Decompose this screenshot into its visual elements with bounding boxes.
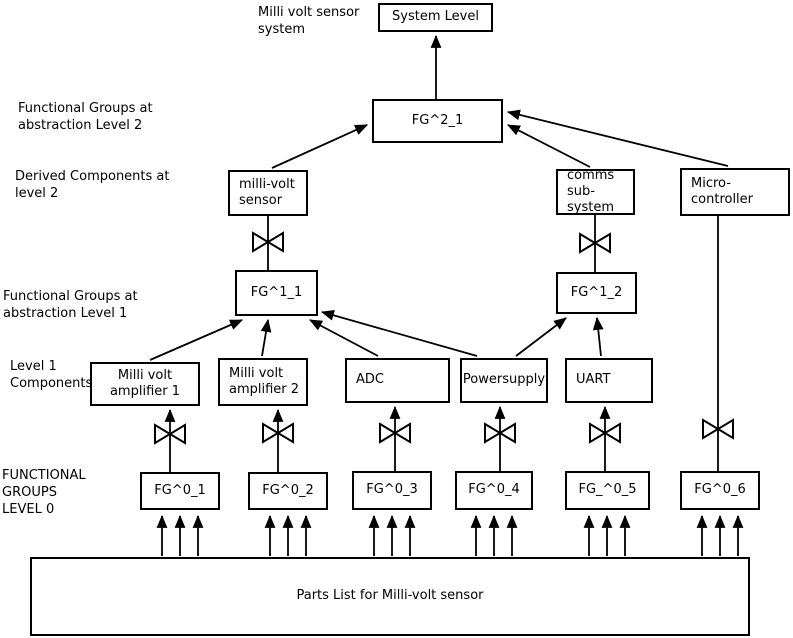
- arrow-sensor-to-fg21: [271, 124, 368, 169]
- arrows-parts-to-fg05: [583, 514, 631, 556]
- node-adc: ADC: [345, 358, 450, 403]
- node-microcontroller: Micro- controller: [680, 168, 790, 216]
- arrows-parts-to-fg04: [470, 514, 518, 556]
- node-millivolt-sensor: milli-volt sensor: [228, 170, 308, 216]
- bowtie-interface-icon: [702, 418, 734, 440]
- bowtie-interface-icon: [579, 232, 611, 254]
- label-functional-groups-level0: FUNCTIONAL GROUPS LEVEL 0: [2, 468, 86, 517]
- label-system-caption: Milli volt sensor system: [258, 5, 360, 37]
- arrow-powersupply-to-fg12: [515, 317, 567, 357]
- bowtie-interface-icon: [252, 231, 284, 253]
- bowtie-interface-icon: [154, 423, 186, 445]
- arrows-parts-to-fg06: [696, 514, 744, 556]
- node-system-level: System Level: [378, 3, 493, 32]
- node-fg0-3: FG^0_3: [352, 471, 432, 510]
- node-fg0-5: FG_^0_5: [565, 471, 650, 510]
- arrow-powersupply-to-fg11: [320, 310, 478, 357]
- arrow-amp1-to-fg11: [149, 319, 243, 361]
- node-parts-list: Parts List for Milli-volt sensor: [30, 557, 750, 636]
- label-level1-components: Level 1 Components: [10, 359, 93, 391]
- bowtie-interface-icon: [589, 422, 621, 444]
- node-fg1-1: FG^1_1: [235, 270, 318, 316]
- arrows-parts-to-fg03: [368, 514, 416, 556]
- arrow-adc-to-fg11: [309, 319, 379, 357]
- bowtie-interface-icon: [379, 422, 411, 444]
- arrow-uart-to-fg12: [592, 316, 604, 357]
- label-derived-components-level2: Derived Components at level 2: [15, 169, 170, 201]
- node-fg1-2: FG^1_2: [556, 272, 637, 314]
- arrow-comms-to-fg21: [507, 124, 591, 168]
- node-uart: UART: [565, 358, 653, 403]
- label-functional-groups-level1: Functional Groups at abstraction Level 1: [3, 289, 138, 321]
- arrows-parts-to-fg01: [156, 514, 204, 556]
- arrows-parts-to-fg02: [264, 514, 312, 556]
- node-fg0-4: FG^0_4: [455, 471, 533, 510]
- node-milli-volt-amplifier-1: Milli volt amplifier 1: [90, 362, 200, 406]
- arrow-amp2-to-fg11: [260, 318, 272, 357]
- node-fg0-6: FG^0_6: [680, 471, 760, 510]
- node-fg0-1: FG^0_1: [140, 472, 220, 510]
- bowtie-interface-icon: [484, 422, 516, 444]
- node-fg0-2: FG^0_2: [248, 472, 328, 510]
- node-milli-volt-amplifier-2: Milli volt amplifier 2: [218, 358, 308, 406]
- bowtie-interface-icon: [262, 422, 294, 444]
- label-functional-groups-level2: Functional Groups at abstraction Level 2: [18, 101, 153, 133]
- arrow-microcontroller-to-fg21: [506, 109, 729, 167]
- node-comms-subsystem: comms sub-system: [556, 168, 635, 215]
- node-fg2-1: FG^2_1: [372, 99, 503, 143]
- node-powersupply: Powersupply: [460, 358, 548, 403]
